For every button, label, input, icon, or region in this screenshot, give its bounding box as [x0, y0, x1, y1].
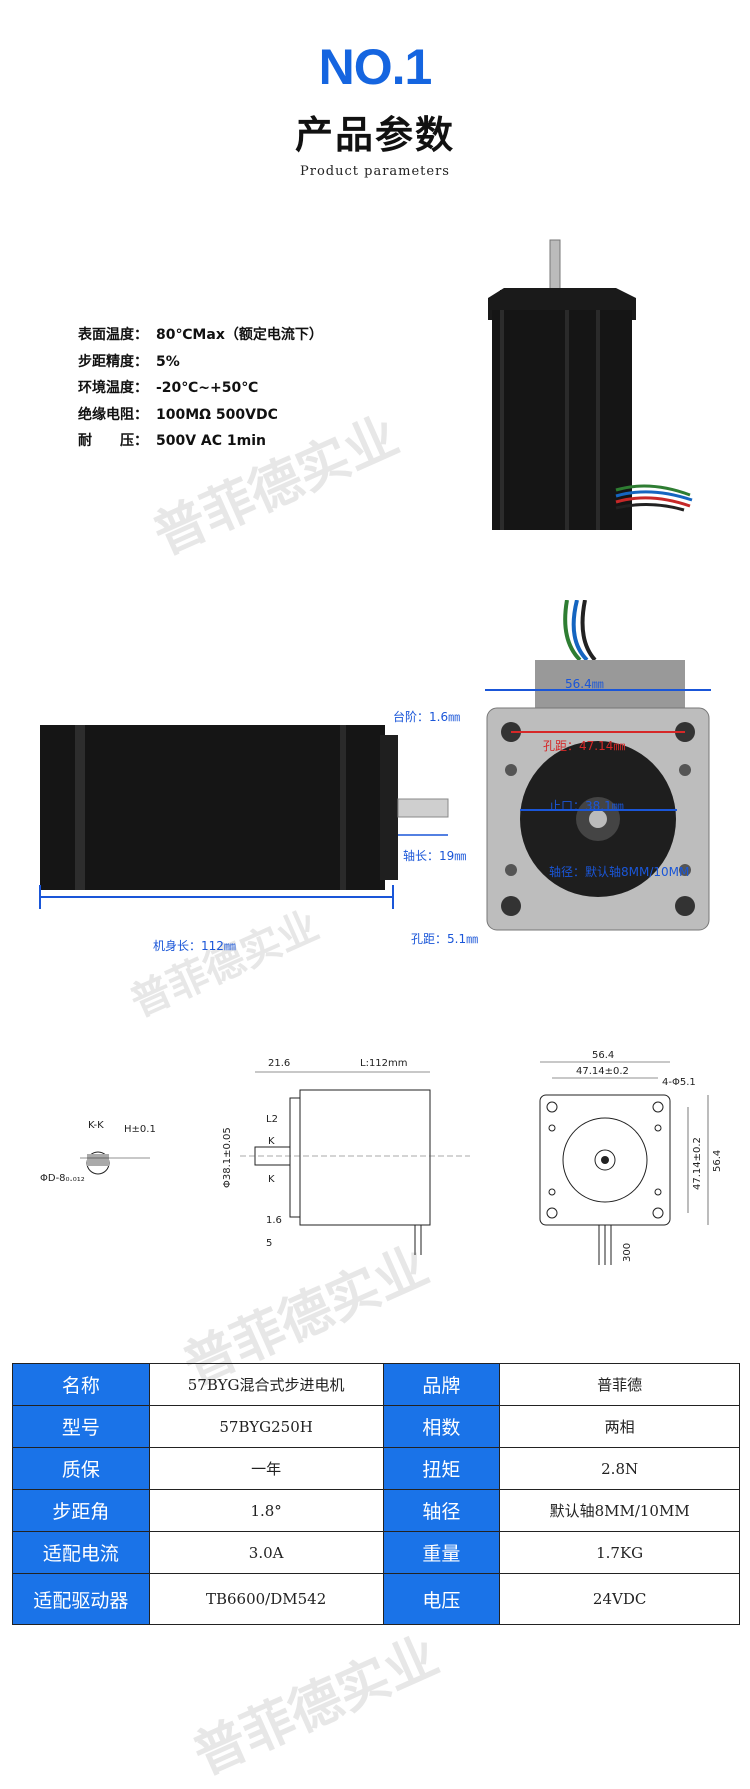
spec-row: 环境温度： -20℃~+50℃ [78, 375, 323, 402]
table-cell: 2.8N [499, 1447, 740, 1490]
spec-value: 5% [156, 353, 180, 370]
spec-value: 500V AC 1min [156, 433, 267, 449]
k-top-label: K [268, 1136, 275, 1147]
table-cell: 1.8° [148, 1489, 384, 1532]
motor-photo-upright [488, 239, 693, 530]
table-cell: 品牌 [382, 1363, 501, 1406]
spec-label: 步距精度： [78, 353, 148, 370]
spec-value: 100MΩ 500VDC [156, 406, 278, 423]
spec-label: 表面温度： [78, 327, 148, 343]
table-cell: 默认轴8MM/10MM [499, 1489, 740, 1532]
offset-5-label: 5 [266, 1238, 272, 1249]
spec-label: 绝缘电阻： [78, 406, 148, 423]
section-title: 产品参数 [294, 113, 455, 157]
spec-row: 绝缘电阻： 100MΩ 500VDC [78, 402, 323, 429]
table-cell: 名称 [12, 1363, 150, 1406]
spec-value: -20℃~+50℃ [156, 380, 259, 396]
table-row: 型号 57BYG250H 相数 两相 [12, 1405, 740, 1448]
table-cell: 适配电流 [12, 1531, 150, 1574]
spec-value: 80℃Max（额定电流下） [156, 327, 323, 343]
section-number: NO.1 [318, 39, 433, 95]
section-subtitle: Product parameters [300, 164, 450, 179]
kk-label: K-K [88, 1120, 104, 1131]
length-216-label: 21.6 [268, 1058, 290, 1069]
body-length-drawing-label: L:112mm [360, 1058, 408, 1069]
hole-diameter-label: 孔距：5.1㎜ [411, 932, 479, 946]
table-row: 适配电流 3.0A 重量 1.7KG [12, 1531, 740, 1574]
hole-pitch-h-label: 47.14±0.2 [576, 1066, 629, 1077]
parameter-table: 名称 57BYG混合式步进电机 品牌 普菲德 型号 57BYG250H 相数 两… [12, 1363, 740, 1625]
hole-pitch-v-label: 47.14±0.2 [692, 1137, 703, 1190]
table-row: 名称 57BYG混合式步进电机 品牌 普菲德 [12, 1363, 740, 1406]
table-cell: 一年 [148, 1447, 384, 1490]
shaft-diameter-label: 轴径：默认轴8MM/10MM [549, 865, 690, 879]
table-cell: 57BYG混合式步进电机 [148, 1363, 384, 1406]
step-16-label: 1.6 [266, 1215, 282, 1226]
boss-label: 止口：38.1㎜ [549, 799, 624, 813]
table-cell: 扭矩 [382, 1447, 501, 1490]
width-564-label: 56.4 [592, 1050, 614, 1061]
table-cell: 电压 [382, 1573, 501, 1625]
table-cell: 两相 [499, 1405, 740, 1448]
table-row: 质保 一年 扭矩 2.8N [12, 1447, 740, 1490]
step-label: 台阶：1.6㎜ [393, 710, 461, 724]
spec-label: 环境温度： [78, 380, 148, 396]
width-label: 56.4㎜ [565, 677, 604, 691]
holes-label: 4-Φ5.1 [662, 1077, 696, 1088]
table-cell: TB6600/DM542 [148, 1573, 384, 1625]
motor-photo-side [39, 725, 449, 909]
table-cell: 质保 [12, 1447, 150, 1490]
motor-photo-front [485, 600, 711, 931]
body-length-label: 机身长：112㎜ [153, 939, 236, 953]
table-row: 适配驱动器 TB6600/DM542 电压 24VDC [12, 1573, 740, 1625]
table-cell: 适配驱动器 [12, 1573, 150, 1625]
table-cell: 普菲德 [499, 1363, 740, 1406]
spec-row: 步距精度： 5% [78, 349, 323, 376]
diameter-381-label: Φ38.1±0.05 [222, 1127, 233, 1188]
watermark: 普菲德实业 [185, 1626, 448, 1787]
spec-label: 耐 压： [78, 433, 148, 449]
hole-distance-label: 孔距：47.14㎜ [543, 739, 626, 753]
spec-row: 表面温度： 80℃Max（额定电流下） [78, 322, 323, 349]
l2-label: L2 [266, 1114, 278, 1125]
technical-drawing: K-K H±0.1 ΦD-8₀.₀₁₂ 21.6 L:112mm L2 K K … [40, 1050, 723, 1265]
k-bottom-label: K [268, 1174, 275, 1185]
table-cell: 3.0A [148, 1531, 384, 1574]
table-cell: 1.7KG [499, 1531, 740, 1574]
height-564-label: 56.4 [712, 1150, 723, 1172]
table-row: 步距角 1.8° 轴径 默认轴8MM/10MM [12, 1489, 740, 1532]
table-cell: 步距角 [12, 1489, 150, 1532]
table-cell: 轴径 [382, 1489, 501, 1532]
table-cell: 24VDC [499, 1573, 740, 1625]
h-label: H±0.1 [124, 1124, 156, 1135]
table-cell: 型号 [12, 1405, 150, 1448]
table-cell: 57BYG250H [148, 1405, 384, 1448]
spec-list: 表面温度： 80℃Max（额定电流下） 步距精度： 5% 环境温度： -20℃~+50… [78, 322, 323, 455]
table-cell: 相数 [382, 1405, 501, 1448]
shaft-length-label: 轴长：19㎜ [403, 849, 467, 863]
lead-length-label: 300 [622, 1243, 633, 1262]
spec-row: 耐 压： 500V AC 1min [78, 428, 323, 455]
phi-d-label: ΦD-8₀.₀₁₂ [40, 1173, 85, 1184]
table-cell: 重量 [382, 1531, 501, 1574]
